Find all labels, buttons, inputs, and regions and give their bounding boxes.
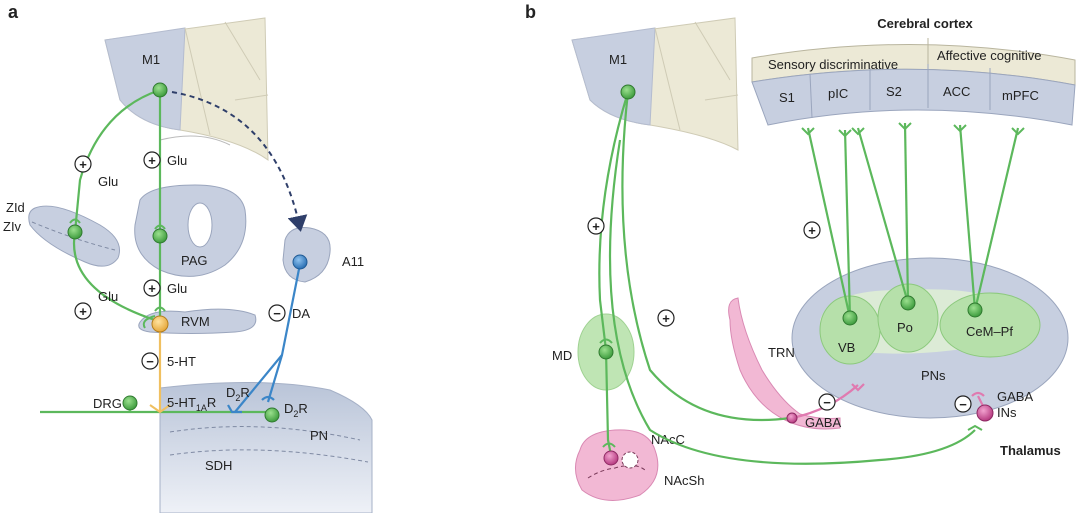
plus-sign: + — [148, 153, 156, 168]
md-label: MD — [552, 348, 572, 363]
thalamocortical-pathways — [598, 91, 1020, 465]
m1-label-b: M1 — [609, 52, 627, 67]
glu-label: Glu — [167, 281, 187, 296]
plus-sign: + — [808, 223, 816, 238]
minus-sign: − — [959, 397, 967, 412]
dopaminergic-pathway — [227, 263, 302, 414]
plus-sign: + — [148, 281, 156, 296]
a11-neuron — [292, 254, 308, 270]
cortex-band — [751, 38, 1076, 126]
rvm-neuron — [151, 315, 169, 333]
ziv-label: ZIv — [3, 219, 22, 234]
zid-label: ZId — [6, 200, 25, 215]
rvm-label: RVM — [181, 314, 210, 329]
cerebral-cortex-title: Cerebral cortex — [877, 16, 973, 31]
panel-a-label: a — [8, 2, 19, 22]
nacc-neuron — [603, 450, 619, 466]
sign-markers-b — [587, 217, 972, 413]
drg-label: DRG — [93, 396, 122, 411]
sign-markers-a — [74, 151, 286, 370]
cem-neuron — [967, 302, 983, 318]
minus-sign: − — [146, 354, 154, 369]
plus-sign: + — [79, 304, 87, 319]
affective-cognitive-label: Affective cognitive — [937, 48, 1042, 63]
s1-label: S1 — [779, 90, 795, 105]
ins-label: INs — [997, 405, 1017, 420]
plus-sign: + — [79, 157, 87, 172]
nacsh-label: NAcSh — [664, 473, 704, 488]
minus-sign: − — [823, 395, 831, 410]
po-neuron — [900, 295, 916, 311]
cem-pf-label: CeM–Pf — [966, 324, 1013, 339]
md-neuron — [598, 344, 614, 360]
m1-neuron-b — [620, 84, 636, 100]
thalamus-region — [791, 257, 1069, 419]
m1-label-a: M1 — [142, 52, 160, 67]
sdh-label: SDH — [205, 458, 232, 473]
m1-neuron-a — [152, 82, 168, 98]
synapse-marks-b — [599, 122, 1025, 448]
5ht-label: 5-HT — [167, 354, 196, 369]
rvm-region — [138, 308, 257, 334]
sensory-discriminative-label: Sensory discriminative — [768, 57, 898, 72]
drg-neuron — [122, 395, 138, 411]
trn-neuron — [786, 412, 798, 424]
plus-sign: + — [662, 311, 670, 326]
trn-region — [728, 297, 841, 430]
thalamus-label: Thalamus — [1000, 443, 1061, 458]
pns-label: PNs — [921, 368, 946, 383]
minus-sign: − — [273, 306, 281, 321]
s2-label: S2 — [886, 84, 902, 99]
trn-label: TRN — [768, 345, 795, 360]
pic-label: pIC — [828, 86, 848, 101]
vb-neuron — [842, 310, 858, 326]
spinal-dorsal-horn — [159, 381, 373, 513]
pn-label-a: PN — [310, 428, 328, 443]
panel-b-label: b — [525, 2, 536, 22]
interneuron — [976, 404, 994, 422]
nucleus-accumbens — [575, 429, 659, 501]
pag-region — [134, 184, 247, 277]
glu-label: Glu — [98, 289, 118, 304]
gaba-label-ins: GABA — [997, 389, 1033, 404]
synapse-marks-a — [69, 218, 166, 329]
gaba-label: GABA — [805, 415, 841, 430]
mpfc-label: mPFC — [1002, 88, 1039, 103]
glu-label: Glu — [167, 153, 187, 168]
5ht1a-receptor-label: 5-HT1AR — [167, 395, 216, 413]
pag-label: PAG — [181, 253, 208, 268]
glu-label: Glu — [98, 174, 118, 189]
a11-label: A11 — [342, 254, 364, 269]
a11-region — [282, 227, 331, 283]
pn-neuron-a — [264, 407, 280, 423]
da-label: DA — [292, 306, 310, 321]
zi-neuron — [67, 224, 83, 240]
cortex-b — [571, 17, 739, 151]
d2r-label: D2R — [226, 385, 250, 403]
po-label: Po — [897, 320, 913, 335]
vb-label: VB — [838, 340, 855, 355]
cortex-a — [104, 17, 269, 161]
plus-sign: + — [592, 219, 600, 234]
d2r-label: D2R — [284, 401, 308, 419]
pag-neuron — [152, 228, 168, 244]
m1-to-a11-arrow — [171, 91, 308, 232]
acc-label: ACC — [943, 84, 970, 99]
